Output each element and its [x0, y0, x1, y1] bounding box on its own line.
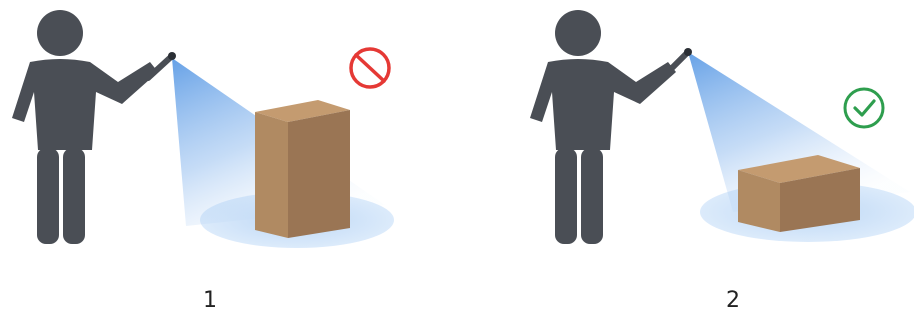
flashlight — [666, 48, 692, 74]
box-upright — [255, 100, 350, 238]
scene-1-incorrect: 1 — [0, 0, 430, 322]
check-circle-icon — [845, 89, 883, 127]
step-label-1: 1 — [203, 290, 217, 312]
person-figure — [12, 10, 158, 244]
person-figure — [530, 10, 676, 244]
scene-2-correct: 2 — [518, 0, 914, 322]
scene-2-illustration — [518, 0, 914, 270]
step-label-2: 2 — [726, 290, 740, 312]
prohibited-icon — [351, 49, 389, 87]
scene-1-illustration — [0, 0, 430, 270]
